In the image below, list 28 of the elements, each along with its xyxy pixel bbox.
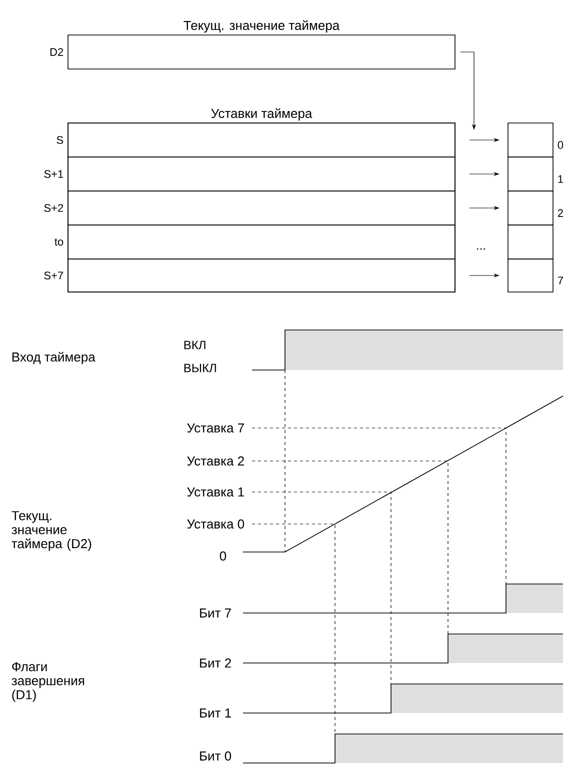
- signal-label: Уставка 2: [187, 456, 244, 466]
- register-label: to: [54, 238, 64, 246]
- signal-label: Уставка 0: [187, 519, 244, 529]
- axis-label: Текущ. значение таймера (D2): [12, 511, 92, 551]
- register-box: [508, 224, 554, 260]
- signal-label: Бит 7: [200, 608, 231, 618]
- register-label: S+2: [44, 204, 64, 212]
- register-label: 7: [558, 276, 563, 284]
- signal-label: Бит 0: [200, 751, 232, 761]
- axis-label: Флаги завершения (D1): [12, 662, 84, 702]
- signal-label: Уставка 1: [187, 487, 244, 497]
- ellipsis: ...: [477, 248, 485, 250]
- signal-label: Бит 2: [200, 658, 231, 668]
- register-title: Текущ. значение таймера: [184, 20, 340, 33]
- register-label: D2: [50, 48, 64, 56]
- register-title: Уставки таймера: [211, 108, 312, 121]
- register-label: S+1: [44, 170, 64, 178]
- register-label: 0: [558, 141, 564, 149]
- register-label: 2: [558, 209, 563, 217]
- register-label: S+7: [44, 272, 64, 280]
- signal-label: ВКЛ: [184, 340, 206, 350]
- register-label: S: [56, 136, 64, 144]
- signal-label: ВЫКЛ: [184, 364, 216, 372]
- signal-label: 0: [220, 551, 226, 561]
- signal-label: Уставка 7: [187, 423, 244, 433]
- signal-label: Вход таймера: [12, 352, 96, 364]
- signal-label: Бит 1: [200, 708, 231, 718]
- register-label: 1: [558, 175, 563, 183]
